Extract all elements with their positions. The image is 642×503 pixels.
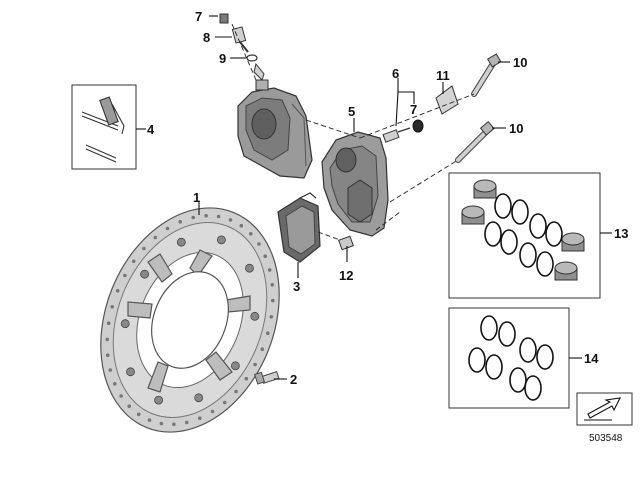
disc-hole <box>106 321 111 326</box>
disc-hole <box>165 226 170 231</box>
disc-hole <box>131 259 136 264</box>
disc-hole <box>249 232 253 236</box>
seals-13 <box>484 193 563 277</box>
disc-hole <box>159 421 164 426</box>
callout-5: 5 <box>348 104 355 119</box>
assembly-lines <box>231 23 475 241</box>
caliper-front-half <box>321 85 459 251</box>
disc-rivet <box>250 311 260 321</box>
disc-hole <box>234 389 238 394</box>
disc-hole <box>269 315 274 319</box>
reference-number: 503548 <box>589 433 623 444</box>
disc-hole <box>198 416 202 421</box>
disc-hole <box>260 347 265 352</box>
disc-hole <box>185 420 189 425</box>
disc-hole <box>239 223 244 228</box>
callout-3: 3 <box>293 279 300 294</box>
disc-hole <box>115 289 120 293</box>
disc-hole <box>105 353 110 358</box>
disc-hole <box>147 418 152 422</box>
disc-rivet <box>245 263 254 273</box>
disc-hole <box>191 215 195 220</box>
pistons <box>461 179 585 281</box>
disc-hole <box>108 368 113 372</box>
piston-kit-box <box>448 172 601 299</box>
disc-hole <box>271 298 275 303</box>
callout-7-front: 7 <box>410 102 417 117</box>
callout-11: 11 <box>436 68 450 83</box>
disc-rivets <box>120 235 260 405</box>
disc-hole <box>222 400 227 405</box>
disc-hole <box>153 235 158 240</box>
direction-arrow-icon <box>576 392 633 426</box>
seal-kit-box <box>448 307 570 409</box>
callout-14: 14 <box>584 351 599 366</box>
disc-hole <box>263 254 268 258</box>
disc-rivet <box>230 361 240 371</box>
disc-hole <box>136 412 141 417</box>
caliper-bolts <box>455 53 502 163</box>
disc-hole <box>127 404 131 409</box>
disc-hole <box>110 305 114 309</box>
disc-hole <box>270 283 275 287</box>
callout-2: 2 <box>290 372 297 387</box>
callout-10-lower: 10 <box>509 121 523 136</box>
callout-6: 6 <box>392 66 399 81</box>
disc-rivet <box>154 395 164 405</box>
pad-pin-box <box>71 84 137 170</box>
disc-hole <box>228 218 233 222</box>
disc-hole <box>142 246 146 251</box>
disc-hole <box>244 376 249 381</box>
callout-8: 8 <box>203 30 210 45</box>
disc-hole <box>266 331 270 336</box>
disc-hole <box>172 422 176 427</box>
disc-hole <box>113 382 117 386</box>
bleeder-parts-top <box>219 13 265 81</box>
disc-rivet <box>176 237 186 247</box>
disc-drill-holes <box>105 213 275 427</box>
caliper-rear-half <box>237 79 313 179</box>
disc-rivet <box>120 319 130 329</box>
disc-hole <box>119 394 123 398</box>
disc-hole <box>210 409 215 414</box>
disc-hole <box>216 214 221 219</box>
disc-hole <box>267 268 272 272</box>
disc-rivet <box>216 235 226 245</box>
callout-10-upper: 10 <box>513 55 527 70</box>
brake-disc <box>100 207 280 433</box>
disc-rivet <box>194 393 204 403</box>
brake-pad <box>277 192 321 263</box>
callout-4: 4 <box>147 122 155 137</box>
disc-bolt <box>254 371 280 385</box>
callout-labels: 1 2 3 4 5 6 7 7 8 9 10 10 11 12 13 14 <box>147 9 628 387</box>
callout-7-top: 7 <box>195 9 202 24</box>
disc-hole <box>178 220 182 224</box>
callout-13: 13 <box>614 226 628 241</box>
disc-carrier <box>127 249 251 393</box>
disc-hole <box>257 242 261 246</box>
callout-9: 9 <box>219 51 226 66</box>
leader-lines <box>136 15 612 380</box>
disc-hole <box>105 337 109 342</box>
callout-1: 1 <box>193 190 200 205</box>
disc-hole <box>253 362 257 367</box>
disc-hole <box>204 213 208 218</box>
disc-rivet <box>140 269 150 279</box>
callout-12: 12 <box>339 268 353 283</box>
disc-rivet <box>126 367 135 377</box>
disc-hole <box>123 273 127 278</box>
